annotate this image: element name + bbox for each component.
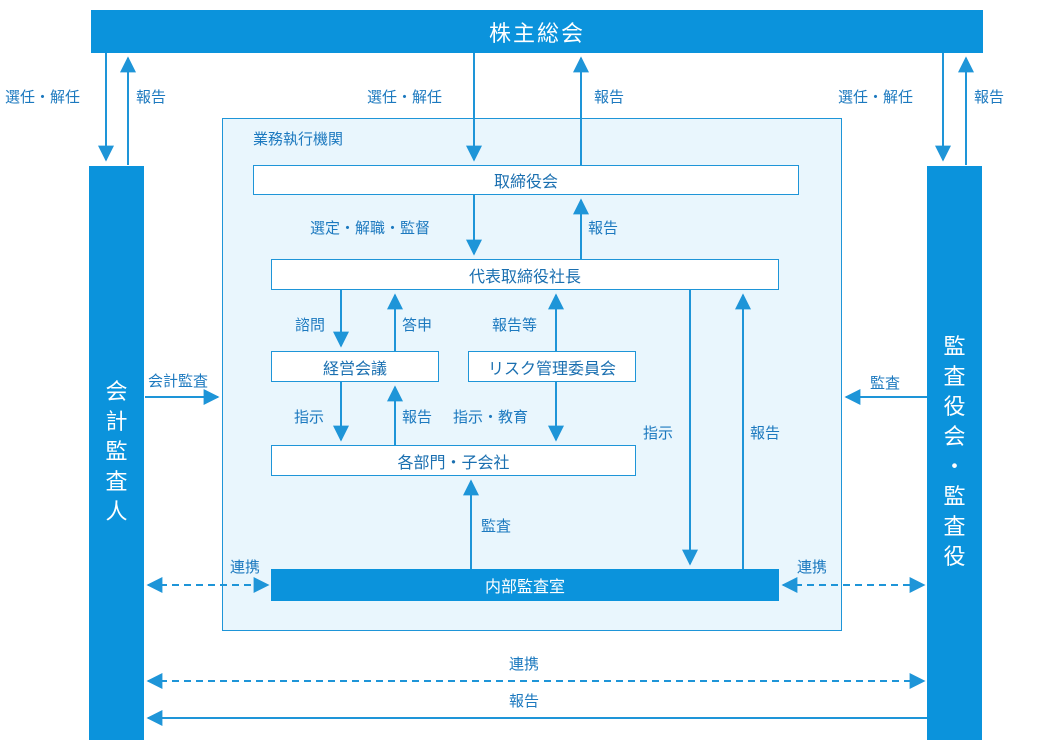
accounting-auditor-char: 監 (105, 440, 128, 465)
shareholders-meeting-label: 株主総会 (488, 21, 585, 47)
label-report-audit-room: 報告 (750, 424, 781, 442)
label-instruct-mc: 指示 (294, 408, 325, 426)
label-report-board: 報告 (588, 219, 619, 237)
internal-audit-box: 内部監査室 (271, 569, 779, 601)
label-coop-bottom: 連携 (509, 655, 540, 673)
label-report-right: 報告 (974, 88, 1005, 106)
label-report-center: 報告 (594, 88, 625, 106)
auditors-char: 役 (943, 395, 966, 420)
board-of-directors-box: 取締役会 (253, 165, 799, 195)
auditors-char: 査 (943, 515, 966, 540)
accounting-auditor-bar: 会 計 監 査 人 (89, 166, 144, 740)
label-answer: 答申 (402, 316, 433, 334)
label-consult: 諮問 (295, 316, 326, 334)
auditors-char: 役 (943, 545, 966, 570)
accounting-auditor-char: 人 (105, 500, 128, 525)
label-select-dismiss-supervise: 選定・解職・監督 (310, 219, 431, 237)
auditors-char: 監 (943, 485, 966, 510)
label-report-mc: 報告 (402, 408, 433, 426)
label-instruct-educate: 指示・教育 (453, 408, 529, 426)
label-report-etc: 報告等 (492, 316, 538, 334)
management-council-box: 経営会議 (271, 351, 439, 382)
auditors-bar: 監 査 役 会 ・ 監 査 役 (927, 166, 982, 740)
label-elect-dismiss-right: 選任・解任 (838, 88, 914, 106)
internal-audit-label: 内部監査室 (484, 577, 565, 596)
label-audit-internal: 監査 (481, 517, 512, 535)
auditors-char: ・ (943, 455, 966, 480)
label-instruct-president: 指示 (643, 424, 674, 442)
label-report-left: 報告 (136, 88, 167, 106)
label-coop-right: 連携 (797, 558, 828, 576)
label-elect-dismiss-left: 選任・解任 (5, 88, 81, 106)
label-coop-left: 連携 (230, 558, 261, 576)
label-audit-auditors: 監査 (870, 374, 901, 392)
accounting-auditor-char: 会 (105, 380, 128, 405)
accounting-auditor-char: 計 (105, 410, 128, 435)
risk-committee-box: リスク管理委員会 (468, 351, 636, 382)
label-report-bottom: 報告 (509, 692, 540, 710)
auditors-char: 査 (943, 365, 966, 390)
label-elect-dismiss-center: 選任・解任 (367, 88, 443, 106)
business-execution-title: 業務執行機関 (253, 130, 344, 148)
departments-box: 各部門・子会社 (271, 445, 636, 476)
auditors-char: 会 (943, 425, 966, 450)
auditors-char: 監 (943, 335, 966, 360)
shareholders-meeting-bar: 株主総会 (91, 10, 983, 53)
president-box: 代表取締役社長 (271, 259, 779, 290)
accounting-auditor-char: 査 (105, 470, 128, 495)
label-accounting-audit: 会計監査 (148, 372, 209, 390)
